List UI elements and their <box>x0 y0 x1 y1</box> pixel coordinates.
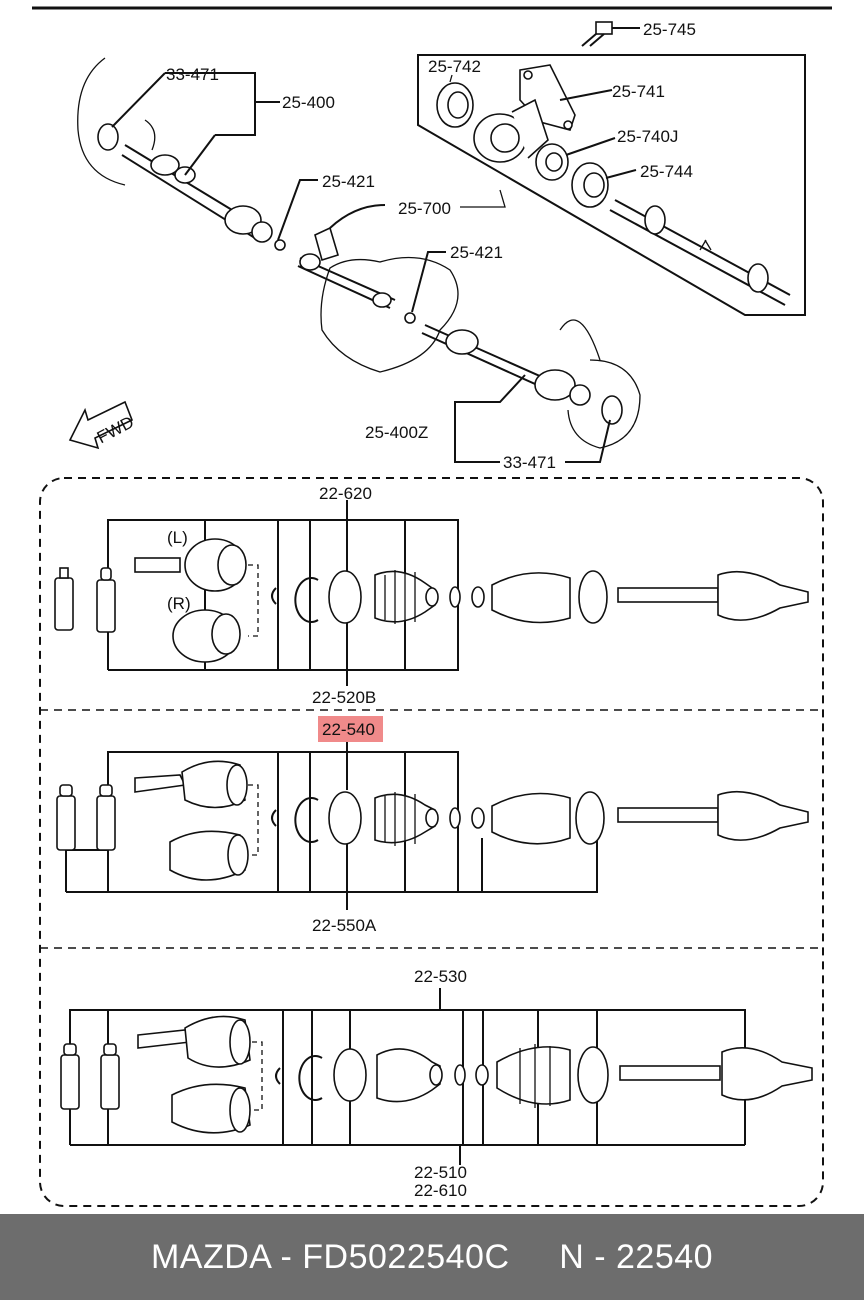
grease-tubes-2 <box>56 784 116 851</box>
outer-joints-2 <box>134 760 277 881</box>
kit-section-1: (L) (R) 22-620 22-520B <box>54 484 809 707</box>
label-25-421-a: 25-421 <box>322 172 375 191</box>
ring-22-520b <box>328 570 362 624</box>
label-22-540: 22-540 <box>322 720 375 739</box>
label-25-421-b: 25-421 <box>450 243 503 262</box>
marker-left: (L) <box>167 528 188 547</box>
bolt-25-745 <box>581 21 640 47</box>
part-number-footer: MAZDA - FD5022540C N - 22540 <box>0 1214 864 1300</box>
seal-25-742 <box>436 74 474 128</box>
label-22-520b: 22-520B <box>312 688 376 707</box>
label-25-400z: 25-400Z <box>365 423 428 442</box>
label-22-510: 22-510 <box>414 1163 467 1182</box>
label-25-400: 25-400 <box>282 93 335 112</box>
label-25-741: 25-741 <box>612 82 665 101</box>
footer-text: MAZDA - FD5022540C N - 22540 <box>150 1237 714 1276</box>
label-22-530: 22-530 <box>414 967 467 986</box>
kit-section-2: 22-540 22-550A <box>56 716 809 935</box>
label-25-742: 25-742 <box>428 57 481 76</box>
circlip-1 <box>294 577 319 623</box>
label-22-550a: 22-550A <box>312 916 377 935</box>
bearing-housing <box>473 98 549 163</box>
intermediate-shaft <box>609 199 791 306</box>
label-25-745: 25-745 <box>643 20 696 39</box>
kit-sections-frame <box>39 477 824 1207</box>
center-bracket-25-700 <box>314 204 386 262</box>
bearing-25-740j <box>535 137 616 181</box>
clip-25-421-b <box>404 312 416 324</box>
upper-assembly: FWD 25-745 25-742 25-741 25-740J 25-744 … <box>68 20 806 472</box>
seal-25-744 <box>571 162 637 208</box>
label-22-610: 22-610 <box>414 1181 467 1200</box>
grease-tubes-1 <box>54 567 116 633</box>
ring-22-550a <box>328 791 362 845</box>
transaxle-outline <box>320 256 459 373</box>
fwd-arrow-icon <box>68 400 134 450</box>
clip-25-421-a <box>274 239 286 251</box>
outer-joints-3 <box>137 1015 281 1134</box>
bearing-inset-frame <box>417 54 806 316</box>
grease-tubes-3 <box>60 1043 120 1110</box>
label-25-744: 25-744 <box>640 162 693 181</box>
outer-joints-1 <box>134 538 277 663</box>
highlight-22-540 <box>318 716 383 742</box>
label-22-620: 22-620 <box>319 484 372 503</box>
marker-right: (R) <box>167 594 191 613</box>
kit-section-3: 22-530 22-510 22-610 <box>60 967 813 1200</box>
parts-diagram: FWD 25-745 25-742 25-741 25-740J 25-744 … <box>32 6 832 1207</box>
middle-shaft <box>297 253 416 324</box>
label-33-471-top: 33-471 <box>166 65 219 84</box>
label-25-740j: 25-740J <box>617 127 678 146</box>
left-driveshaft <box>77 57 286 251</box>
outer-joint-shaft-1 <box>717 570 809 621</box>
right-driveshaft <box>421 319 641 449</box>
label-33-471-bottom: 33-471 <box>503 453 556 472</box>
label-25-700: 25-700 <box>398 199 451 218</box>
